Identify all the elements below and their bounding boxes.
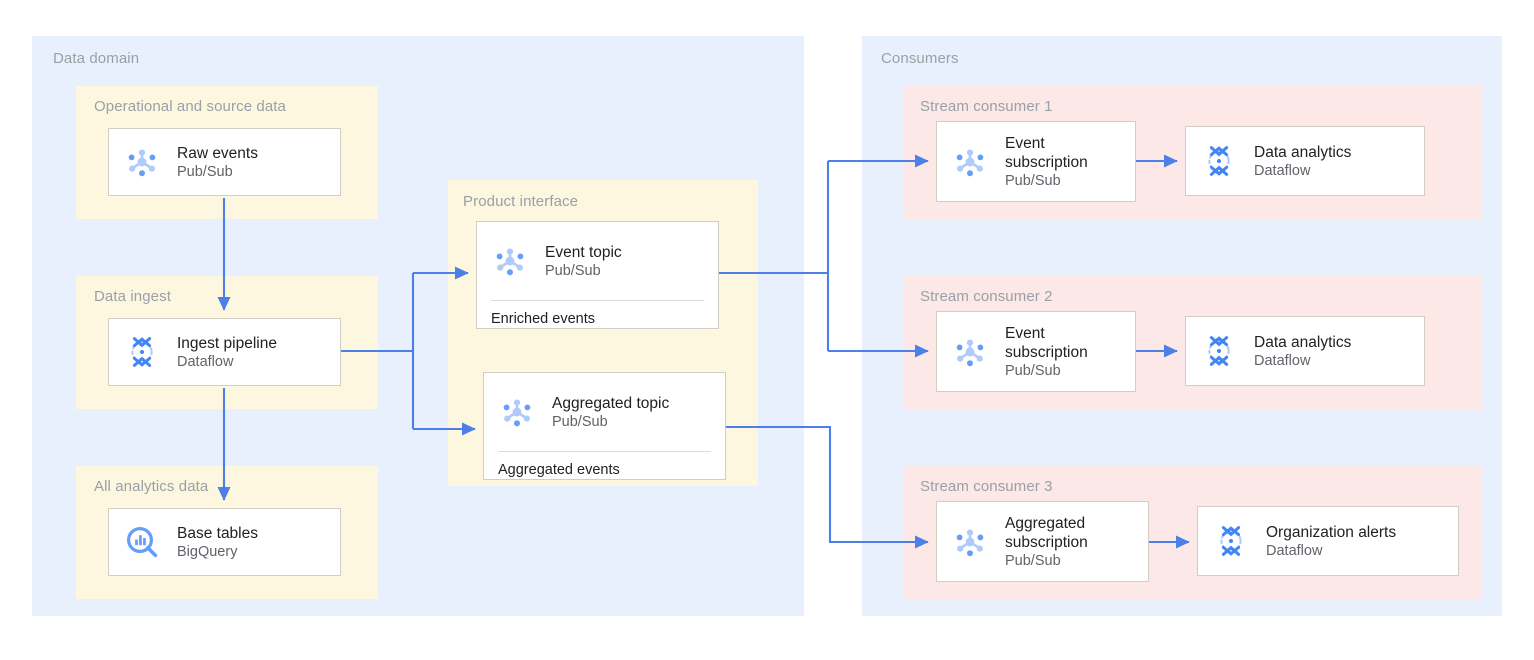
- dataflow-icon: [121, 331, 163, 373]
- node-organization-alerts-3-title: Organization alerts: [1266, 523, 1397, 541]
- dataflow-icon: [1198, 140, 1240, 182]
- node-event-subscription-1[interactable]: Event subscription Pub/Sub: [936, 121, 1136, 202]
- pubsub-icon: [949, 141, 991, 183]
- node-organization-alerts-3-row: Organization alerts Dataflow: [1198, 507, 1458, 575]
- pubsub-icon: [949, 331, 991, 373]
- node-data-analytics-2-text: Data analytics Dataflow: [1254, 333, 1351, 370]
- node-data-analytics-1-row: Data analytics Dataflow: [1186, 127, 1424, 195]
- node-event-topic-title: Event topic: [545, 243, 622, 261]
- node-ingest-pipeline-title: Ingest pipeline: [177, 334, 277, 352]
- node-ingest-pipeline-text: Ingest pipeline Dataflow: [177, 334, 277, 371]
- node-event-topic-subtitle: Pub/Sub: [545, 262, 601, 279]
- node-event-topic-text: Event topic Pub/Sub: [545, 243, 622, 280]
- group-data-domain-label: Data domain: [53, 50, 140, 67]
- node-ingest-pipeline-subtitle: Dataflow: [177, 353, 234, 370]
- node-event-subscription-2-row: Event subscription Pub/Sub: [937, 312, 1135, 391]
- node-organization-alerts-3-subtitle: Dataflow: [1266, 542, 1323, 559]
- node-raw-events-text: Raw events Pub/Sub: [177, 144, 258, 181]
- group-stream-consumer-2-label: Stream consumer 2: [920, 288, 1053, 305]
- node-ingest-pipeline[interactable]: Ingest pipeline Dataflow: [108, 318, 341, 386]
- group-operational-and-source-data-label: Operational and source data: [94, 98, 286, 115]
- node-base-tables-title: Base tables: [177, 524, 258, 542]
- node-base-tables-subtitle: BigQuery: [177, 543, 238, 560]
- node-event-subscription-2-text: Event subscription Pub/Sub: [1005, 324, 1120, 380]
- node-aggregated-topic-subtitle: Pub/Sub: [552, 413, 608, 430]
- node-aggregated-topic-row: Aggregated topic Pub/Sub: [484, 373, 725, 451]
- node-event-subscription-2-title: Event subscription: [1005, 324, 1088, 361]
- pubsub-icon: [121, 141, 163, 183]
- node-organization-alerts-3-text: Organization alerts Dataflow: [1266, 523, 1396, 560]
- pubsub-icon: [489, 240, 531, 282]
- node-aggregated-topic-text: Aggregated topic Pub/Sub: [552, 394, 669, 431]
- node-aggregated-subscription-3-subtitle: Pub/Sub: [1005, 552, 1061, 569]
- group-consumers-label: Consumers: [881, 50, 959, 67]
- node-data-analytics-2-row: Data analytics Dataflow: [1186, 317, 1424, 385]
- node-event-subscription-2-subtitle: Pub/Sub: [1005, 362, 1061, 379]
- node-base-tables-row: Base tables BigQuery: [109, 509, 340, 575]
- node-aggregated-topic-title: Aggregated topic: [552, 394, 670, 412]
- node-data-analytics-2[interactable]: Data analytics Dataflow: [1185, 316, 1425, 386]
- dataflow-icon: [1198, 330, 1240, 372]
- node-event-topic-footer: Enriched events: [491, 311, 595, 327]
- node-aggregated-topic[interactable]: Aggregated topic Pub/Sub Aggregated even…: [483, 372, 726, 480]
- node-event-topic-row: Event topic Pub/Sub: [477, 222, 718, 300]
- node-aggregated-topic-footer: Aggregated events: [498, 462, 620, 478]
- node-raw-events-subtitle: Pub/Sub: [177, 163, 233, 180]
- group-data-ingest-label: Data ingest: [94, 288, 171, 305]
- node-raw-events[interactable]: Raw events Pub/Sub: [108, 128, 341, 196]
- node-event-subscription-1-title: Event subscription: [1005, 134, 1088, 171]
- node-aggregated-subscription-3-title: Aggregated subscription: [1005, 514, 1088, 551]
- node-data-analytics-2-subtitle: Dataflow: [1254, 352, 1311, 369]
- node-data-analytics-1-text: Data analytics Dataflow: [1254, 143, 1351, 180]
- node-raw-events-row: Raw events Pub/Sub: [109, 129, 340, 195]
- node-data-analytics-1[interactable]: Data analytics Dataflow: [1185, 126, 1425, 196]
- node-data-analytics-1-subtitle: Dataflow: [1254, 162, 1311, 179]
- node-raw-events-title: Raw events: [177, 144, 258, 162]
- node-event-subscription-1-text: Event subscription Pub/Sub: [1005, 134, 1120, 190]
- group-stream-consumer-3-label: Stream consumer 3: [920, 478, 1053, 495]
- node-data-analytics-2-title: Data analytics: [1254, 333, 1352, 351]
- node-aggregated-subscription-3-text: Aggregated subscription Pub/Sub: [1005, 514, 1123, 570]
- node-event-subscription-1-subtitle: Pub/Sub: [1005, 172, 1061, 189]
- pubsub-icon: [949, 521, 991, 563]
- node-event-subscription-1-row: Event subscription Pub/Sub: [937, 122, 1135, 201]
- group-all-analytics-data-label: All analytics data: [94, 478, 209, 495]
- node-aggregated-subscription-3[interactable]: Aggregated subscription Pub/Sub: [936, 501, 1149, 582]
- group-stream-consumer-1-label: Stream consumer 1: [920, 98, 1053, 115]
- node-ingest-pipeline-row: Ingest pipeline Dataflow: [109, 319, 340, 385]
- divider: [491, 300, 704, 301]
- divider: [498, 451, 711, 452]
- node-base-tables[interactable]: Base tables BigQuery: [108, 508, 341, 576]
- node-data-analytics-1-title: Data analytics: [1254, 143, 1352, 161]
- pubsub-icon: [496, 391, 538, 433]
- node-aggregated-subscription-3-row: Aggregated subscription Pub/Sub: [937, 502, 1148, 581]
- group-product-interface-label: Product interface: [463, 193, 579, 210]
- node-organization-alerts-3[interactable]: Organization alerts Dataflow: [1197, 506, 1459, 576]
- node-base-tables-text: Base tables BigQuery: [177, 524, 258, 561]
- node-event-subscription-2[interactable]: Event subscription Pub/Sub: [936, 311, 1136, 392]
- dataflow-icon: [1210, 520, 1252, 562]
- node-event-topic[interactable]: Event topic Pub/Sub Enriched events: [476, 221, 719, 329]
- bigquery-icon: [121, 521, 163, 563]
